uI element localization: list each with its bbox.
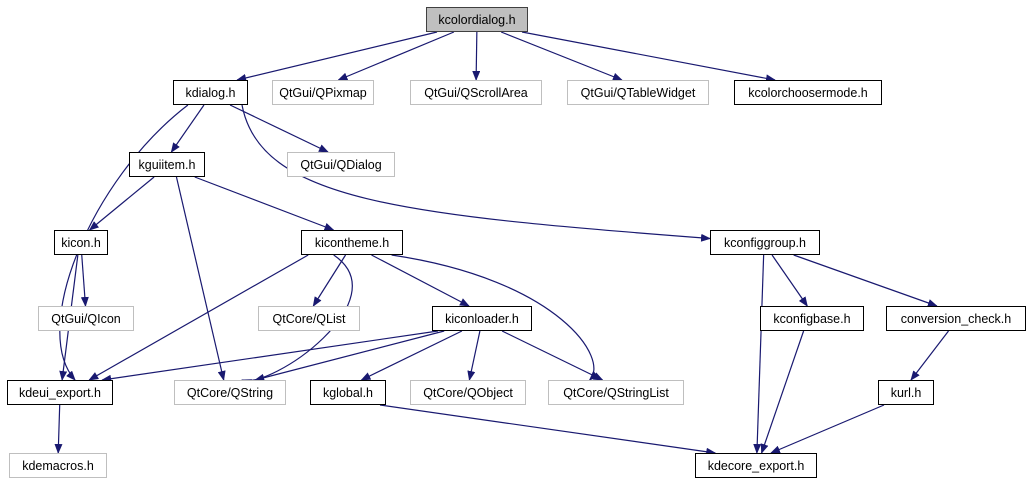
node-label: kicon.h bbox=[61, 235, 101, 250]
node-kconfiggroup[interactable]: kconfiggroup.h bbox=[710, 230, 820, 255]
edge-kguiitem-to-qstring bbox=[175, 176, 226, 381]
node-label: QtGui/QDialog bbox=[300, 157, 382, 172]
edge-kguiitem-to-kicon bbox=[88, 176, 155, 231]
node-label: kconfiggroup.h bbox=[723, 235, 806, 250]
edge-kcolordialog-to-qtablewidget bbox=[500, 31, 623, 81]
node-label: kconfigbase.h bbox=[773, 311, 851, 326]
node-label: kglobal.h bbox=[322, 385, 374, 400]
node-label: kcolorchoosermode.h bbox=[748, 85, 868, 100]
node-kicontheme[interactable]: kicontheme.h bbox=[301, 230, 403, 255]
node-kdemacros: kdemacros.h bbox=[9, 453, 107, 478]
node-qstring: QtCore/QString bbox=[174, 380, 286, 405]
node-label: kdecore_export.h bbox=[707, 458, 805, 473]
edge-kdialog-to-kconfiggroup bbox=[241, 104, 711, 242]
node-kglobal[interactable]: kglobal.h bbox=[310, 380, 386, 405]
edge-kiconloader-to-kdeui_export bbox=[101, 330, 439, 383]
edge-kcolordialog-to-kdialog bbox=[236, 31, 438, 82]
node-label: kiconloader.h bbox=[445, 311, 519, 326]
edge-kcolordialog-to-kcolorchoosermode bbox=[521, 31, 776, 83]
node-qlist: QtCore/QList bbox=[258, 306, 360, 331]
edge-kconfigbase-to-kdecore_export bbox=[760, 330, 805, 454]
node-qstringlist: QtCore/QStringList bbox=[548, 380, 684, 405]
edge-kglobal-to-kdecore_export bbox=[379, 404, 717, 456]
node-label: QtCore/QString bbox=[186, 385, 274, 400]
edge-kconfiggroup-to-conversion_check bbox=[793, 254, 938, 307]
node-qdialog: QtGui/QDialog bbox=[287, 152, 395, 177]
node-qicon: QtGui/QIcon bbox=[38, 306, 134, 331]
node-label: kdeui_export.h bbox=[18, 385, 101, 400]
node-label: kdialog.h bbox=[185, 85, 236, 100]
node-kcolorchoosermode[interactable]: kcolorchoosermode.h bbox=[734, 80, 882, 105]
node-label: QtCore/QStringList bbox=[563, 385, 669, 400]
node-kcolordialog[interactable]: kcolordialog.h bbox=[426, 7, 528, 32]
edge-kdialog-to-kguiitem bbox=[170, 104, 205, 153]
edge-kdeui_export-to-kdemacros bbox=[54, 404, 63, 454]
node-label: kicontheme.h bbox=[314, 235, 390, 250]
edge-kconfiggroup-to-kconfigbase bbox=[771, 254, 808, 307]
edge-kdialog-to-qdialog bbox=[229, 104, 329, 153]
node-qobject: QtCore/QObject bbox=[410, 380, 526, 405]
node-kicon[interactable]: kicon.h bbox=[54, 230, 108, 255]
edge-kiconloader-to-qstringlist bbox=[501, 330, 604, 381]
node-label: QtGui/QTableWidget bbox=[580, 85, 696, 100]
node-label: QtCore/QList bbox=[272, 311, 346, 326]
node-kurl[interactable]: kurl.h bbox=[878, 380, 934, 405]
node-kdeui-export[interactable]: kdeui_export.h bbox=[7, 380, 113, 405]
edge-kicontheme-to-kiconloader bbox=[371, 254, 470, 307]
node-conversion-check[interactable]: conversion_check.h bbox=[886, 306, 1026, 331]
node-qtablewidget: QtGui/QTableWidget bbox=[567, 80, 709, 105]
edge-kconfiggroup-to-kdecore_export bbox=[753, 254, 765, 454]
edge-kiconloader-to-kglobal bbox=[360, 330, 463, 381]
edge-conversion_check-to-kurl bbox=[910, 330, 949, 381]
node-label: QtGui/QPixmap bbox=[279, 85, 367, 100]
edge-kcolordialog-to-qpixmap bbox=[337, 31, 455, 81]
node-kdecore-export[interactable]: kdecore_export.h bbox=[695, 453, 817, 478]
node-qpixmap: QtGui/QPixmap bbox=[272, 80, 374, 105]
node-label: conversion_check.h bbox=[900, 311, 1012, 326]
edge-kiconloader-to-qstring bbox=[254, 330, 445, 382]
node-kconfigbase[interactable]: kconfigbase.h bbox=[760, 306, 864, 331]
node-label: QtGui/QIcon bbox=[51, 311, 121, 326]
edge-kcolordialog-to-qscrollarea bbox=[472, 31, 481, 81]
node-label: kguiitem.h bbox=[138, 157, 196, 172]
edge-kurl-to-kdecore_export bbox=[770, 404, 885, 454]
node-label: kurl.h bbox=[890, 385, 922, 400]
edge-kicontheme-to-kdeui_export bbox=[88, 254, 309, 381]
node-kguiitem[interactable]: kguiitem.h bbox=[129, 152, 205, 177]
edge-kiconloader-to-qobject bbox=[467, 330, 481, 381]
edge-kicontheme-to-qlist bbox=[312, 254, 347, 307]
edge-kicon-to-qicon bbox=[80, 254, 89, 307]
edge-kguiitem-to-kicontheme bbox=[194, 176, 335, 231]
node-label: QtGui/QScrollArea bbox=[424, 85, 528, 100]
node-kiconloader[interactable]: kiconloader.h bbox=[432, 306, 532, 331]
node-qscrollarea: QtGui/QScrollArea bbox=[410, 80, 542, 105]
node-kdialog[interactable]: kdialog.h bbox=[173, 80, 248, 105]
node-label: kdemacros.h bbox=[22, 458, 94, 473]
node-label: QtCore/QObject bbox=[423, 385, 513, 400]
node-label: kcolordialog.h bbox=[438, 12, 516, 27]
edge-kicontheme-to-qstringlist bbox=[391, 254, 599, 381]
